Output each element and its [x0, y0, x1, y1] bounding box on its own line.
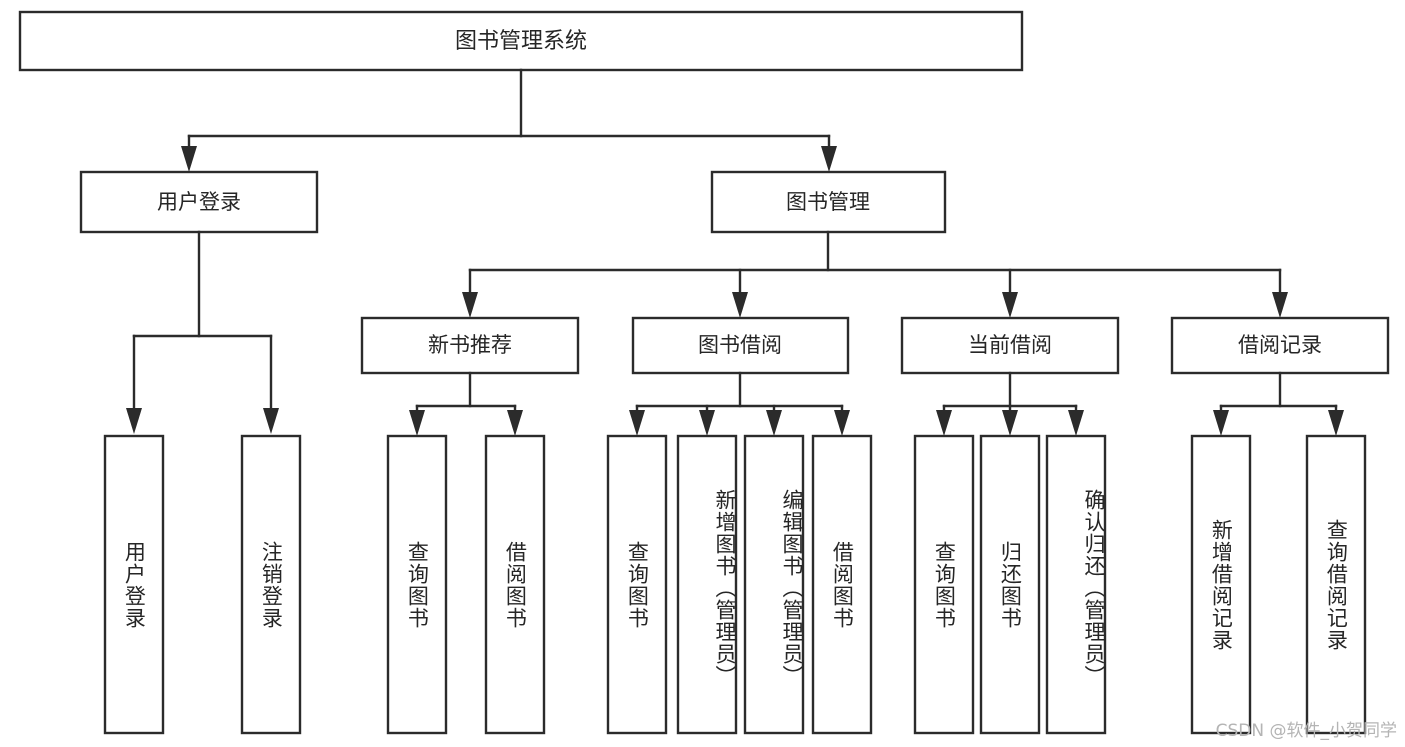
- leaf-label-logout: 注销登录: [259, 540, 284, 629]
- node-new-book-recommend-label: 新书推荐: [428, 333, 512, 357]
- leaf-label-query-borrow-record: 查询借阅记录: [1324, 518, 1349, 651]
- arrow-icon-leaf-borrow-record-2: [1328, 410, 1344, 436]
- leaf-label-borrow-book: 借阅图书: [830, 540, 855, 629]
- leaf-label-edit-book-admin: 编辑图书（管理员）: [780, 488, 804, 687]
- leaf-box-logout[interactable]: [240, 434, 302, 735]
- arrow-icon-leaf-new-book-1: [409, 410, 425, 436]
- leaf-box-query-book-recommend[interactable]: [386, 434, 448, 735]
- arrow-icon-to-book-management: [821, 146, 837, 172]
- leaf-box-query-book-borrow[interactable]: [606, 434, 668, 735]
- leaf-box-query-book-current[interactable]: [913, 434, 975, 735]
- leaf-box-borrow-book-recommend[interactable]: [484, 434, 546, 735]
- leaf-box-add-book-admin[interactable]: [676, 434, 738, 735]
- node-book-management-label: 图书管理: [786, 190, 870, 214]
- leaf-label-add-book-admin: 新增图书（管理员）: [713, 488, 737, 687]
- arrow-icon-leaf-book-borrow-3: [766, 410, 782, 436]
- node-current-borrow[interactable]: [900, 316, 1120, 375]
- arrow-icon-to-user-login: [181, 146, 197, 172]
- node-root-label: 图书管理系统: [455, 29, 587, 54]
- leaf-box-return-book[interactable]: [979, 434, 1041, 735]
- leaf-label-user-login: 用户登录: [122, 540, 147, 629]
- arrow-icon-leaf-book-borrow-1: [629, 410, 645, 436]
- node-root-book-management-system[interactable]: [18, 10, 1024, 72]
- leaf-box-query-borrow-record[interactable]: [1305, 434, 1367, 735]
- arrow-icon-leaf-user-login-1: [126, 408, 142, 434]
- node-current-borrow-label: 当前借阅: [968, 333, 1052, 357]
- leaf-box-confirm-return-admin[interactable]: [1045, 434, 1107, 735]
- arrow-icon-leaf-current-borrow-3: [1068, 410, 1084, 436]
- leaf-label-query-book-recommend: 查询图书: [405, 540, 430, 629]
- arrow-icon-leaf-borrow-record-1: [1213, 410, 1229, 436]
- leaf-label-add-borrow-record: 新增借阅记录: [1209, 518, 1234, 651]
- arrow-icon-leaf-new-book-2: [507, 410, 523, 436]
- node-user-login-label: 用户登录: [157, 190, 241, 214]
- leaf-box-edit-book-admin[interactable]: [743, 434, 805, 735]
- arrow-icon-leaf-current-borrow-1: [936, 410, 952, 436]
- csdn-watermark: CSDN @软件_小贺同学: [1215, 721, 1397, 741]
- arrow-icon-leaf-book-borrow-2: [699, 410, 715, 436]
- leaf-label-query-book-current: 查询图书: [932, 540, 957, 629]
- leaf-label-query-book-borrow: 查询图书: [625, 540, 650, 629]
- arrow-icon-to-current-borrow: [1002, 292, 1018, 318]
- node-book-borrow-label: 图书借阅: [698, 333, 782, 357]
- arrow-icon-to-new-book-recommend: [462, 292, 478, 318]
- arrow-icon-leaf-book-borrow-4: [834, 410, 850, 436]
- leaf-label-return-book: 归还图书: [998, 540, 1023, 629]
- leaf-box-borrow-book[interactable]: [811, 434, 873, 735]
- arrow-icon-leaf-current-borrow-2: [1002, 410, 1018, 436]
- node-borrow-record-label: 借阅记录: [1238, 333, 1322, 357]
- node-new-book-recommend[interactable]: [360, 316, 580, 375]
- arrow-icon-leaf-user-login-2: [263, 408, 279, 434]
- arrow-icon-to-borrow-record: [1272, 292, 1288, 318]
- leaf-label-confirm-return-admin: 确认归还（管理员）: [1082, 488, 1106, 687]
- arrow-icon-to-book-borrow: [732, 292, 748, 318]
- leaf-label-borrow-book-recommend: 借阅图书: [503, 540, 528, 629]
- node-book-borrow[interactable]: [631, 316, 850, 375]
- leaf-box-user-login[interactable]: [103, 434, 165, 735]
- leaf-box-add-borrow-record[interactable]: [1190, 434, 1252, 735]
